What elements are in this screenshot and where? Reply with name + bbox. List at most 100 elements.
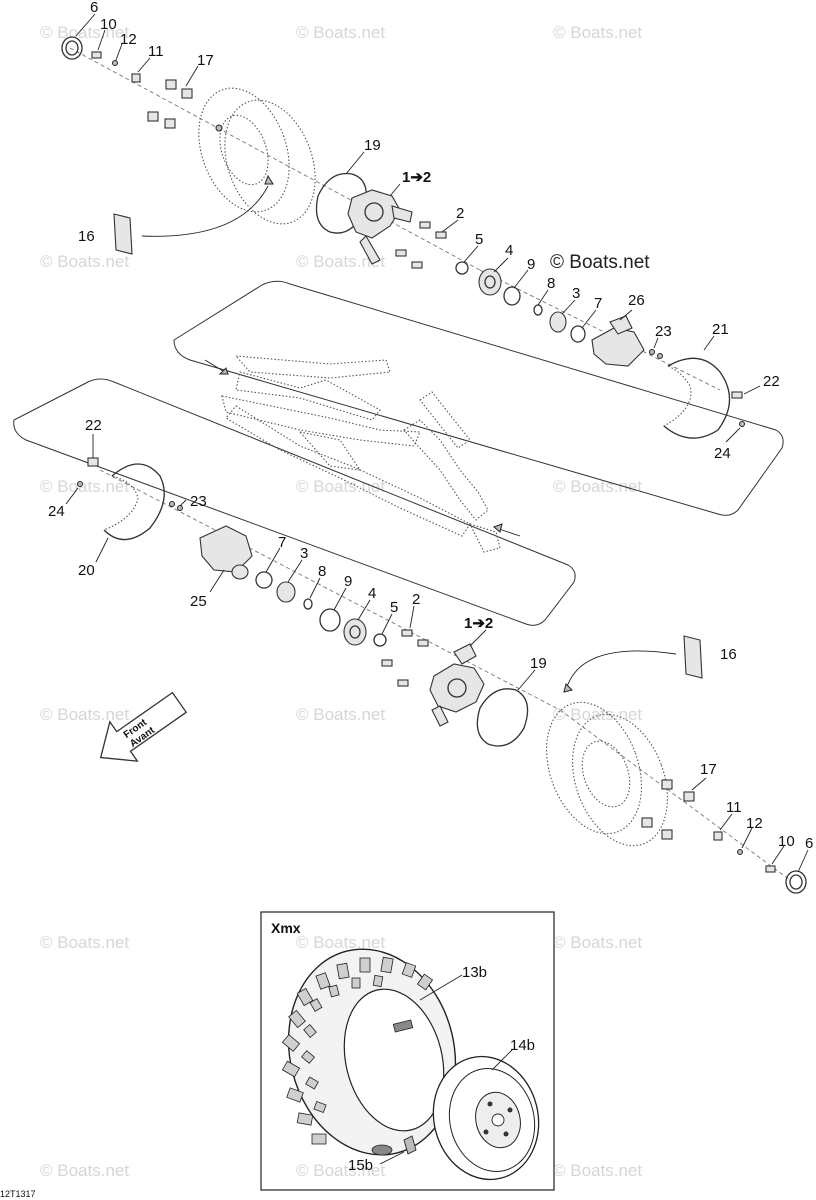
arrow-head [264,174,274,185]
arrow-head [493,523,503,533]
callout-label: 15b [348,1157,373,1174]
screw [77,481,83,487]
knuckle-bore [364,202,384,222]
tire-sticker [683,635,703,679]
callout-label: 24 [48,503,65,520]
callout-label: 6 [90,0,98,16]
tire-bore [343,988,445,1132]
upper-assembly-outline [173,280,784,516]
watermark: © Boats.net [40,252,129,271]
watermark: © Boats.net [553,1161,642,1180]
screw [419,221,431,229]
callout-label: 1➔2 [402,169,431,186]
screw [417,639,429,647]
screw [401,629,413,637]
spacer [373,633,387,647]
tire-tread [281,956,434,1145]
washer [737,849,743,855]
knuckle-arm [453,643,477,665]
frame-bracket [468,523,501,553]
leader-line [565,650,677,691]
o-ring [533,304,543,316]
knuckle-arm [431,705,449,727]
steering-knuckle [347,189,401,239]
nut [713,831,723,841]
frame-rail [225,405,471,537]
bolt [765,865,776,873]
gasket [476,688,529,747]
callout-label: 14b [510,1037,535,1054]
assembly-axis-line [99,469,561,711]
valve-stem [403,1135,417,1155]
lug-nut [641,817,653,828]
knuckle-arm [359,235,381,265]
leader-line [419,974,463,1001]
lower-assembly-outline [13,378,576,626]
callout-label: 23 [190,493,207,510]
arrow-head [563,683,573,693]
rim-lug-hole [487,1101,493,1107]
watermark: © Boats.net [296,705,385,724]
watermark: © Boats.net [553,705,642,724]
tire-brand-mark [392,1019,414,1033]
screw [435,231,447,239]
front-direction-arrow: Front Avant [99,691,188,762]
callout-label: 12 [120,31,137,48]
bolt [91,51,102,59]
callout-label: 26 [628,292,645,309]
screw [395,249,407,257]
wheel-bearing-bore [484,275,496,289]
callout-label: 9 [344,573,352,590]
callout-label: 6 [805,835,813,852]
watermark: © Boats.net [40,933,129,952]
watermark: © Boats.net [40,477,129,496]
watermark: © Boats.net [40,1161,129,1180]
callout-label: 13b [462,964,487,981]
callout-label: 4 [505,242,513,259]
wheel-bearing [343,618,367,646]
retaining-ring [255,571,273,589]
callout-label: 10 [100,16,117,33]
watermark-main: © Boats.net [550,252,650,273]
nut [131,73,141,83]
lug-nut [147,111,159,122]
bolt [87,457,99,467]
watermark: © Boats.net [296,23,385,42]
hub-spindle [231,564,249,580]
caliper-mount [609,315,633,335]
callout-label: 10 [778,833,795,850]
wheel-rim-center [219,114,269,186]
lug-nut [165,79,177,90]
callouts-lower: 22 24 23 20 7 3 8 9 4 5 2 1➔2 25 19 16 1… [48,417,813,852]
rim-lug-hole [507,1107,513,1113]
callouts-inset: 13b 14b 15b [348,964,535,1174]
leader-line [491,1049,513,1071]
seal-ring-inner [65,40,79,56]
callout-leaders [65,13,809,873]
watermark: © Boats.net [296,933,385,952]
frame-bracket [298,431,362,471]
callout-label: 7 [594,295,602,312]
lug-nut [661,779,673,790]
assembly-axis-line [69,47,481,271]
screw [177,505,183,511]
leader-line [379,1151,405,1165]
watermark: © Boats.net [296,252,385,271]
direction-arrow-shape [99,691,188,762]
callout-label: 5 [390,599,398,616]
callout-label: 8 [547,275,555,292]
callout-label: 22 [85,417,102,434]
o-ring [303,598,313,610]
callout-label: 22 [763,373,780,390]
upper-a-arm-link [235,371,381,421]
wheel-rim-back [572,713,668,847]
watermark: © Boats.net [296,1161,385,1180]
wheel-rim [198,87,290,213]
callout-label: 25 [190,593,207,610]
watermark: © Boats.net [40,23,129,42]
knuckle-arm [391,205,413,223]
retaining-ring [503,286,521,306]
brake-disc [663,357,731,439]
rim-lug-hole [483,1129,489,1135]
callout-label: 20 [78,562,95,579]
